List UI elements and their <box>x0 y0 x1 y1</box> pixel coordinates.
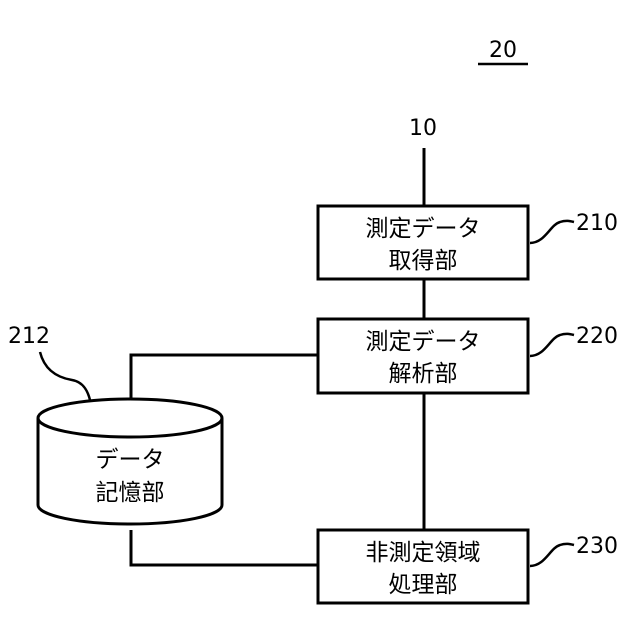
ref-230: 230 <box>576 534 618 559</box>
storage-line2: 記憶部 <box>96 480 165 506</box>
leader-212 <box>40 352 90 400</box>
storage-cylinder: データ 記憶部 <box>38 399 222 524</box>
link-230-storage <box>131 530 318 565</box>
link-220-storage <box>131 355 318 402</box>
leader-220 <box>530 334 574 356</box>
ref-212: 212 <box>8 324 50 349</box>
ref-220: 220 <box>576 324 618 349</box>
block-210-line1: 測定データ <box>366 216 481 242</box>
input-label: 10 <box>409 116 437 141</box>
figure-number: 20 <box>489 38 517 63</box>
leader-230 <box>530 544 574 566</box>
block-230-line1: 非測定領域 <box>366 540 481 566</box>
block-230-line2: 処理部 <box>389 572 458 598</box>
storage-line1: データ <box>96 447 165 473</box>
leader-210 <box>530 221 574 243</box>
block-220: 測定データ 解析部 <box>318 319 528 393</box>
block-210: 測定データ 取得部 <box>318 206 528 279</box>
block-210-line2: 取得部 <box>389 248 458 274</box>
cylinder-top <box>38 399 222 437</box>
ref-210: 210 <box>576 211 618 236</box>
block-230: 非測定領域 処理部 <box>318 530 528 603</box>
block-220-line2: 解析部 <box>389 361 458 387</box>
block-220-line1: 測定データ <box>366 329 481 355</box>
